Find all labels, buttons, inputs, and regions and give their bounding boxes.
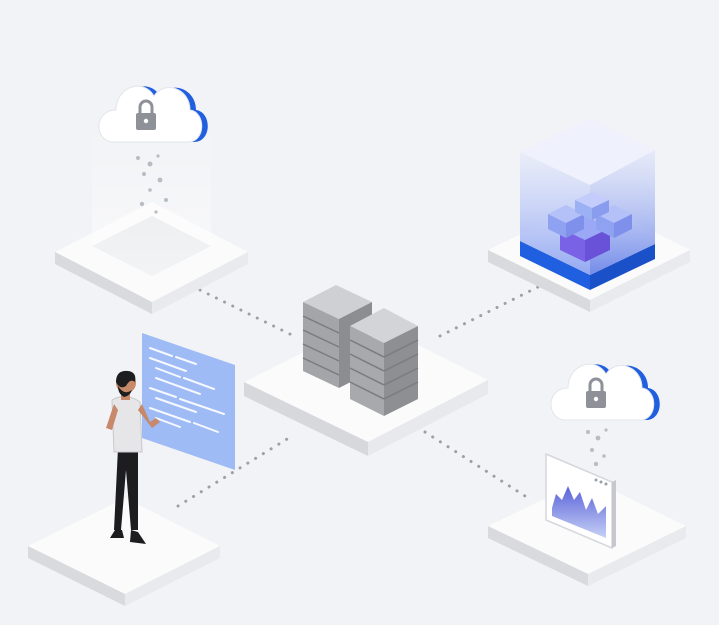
data-cube-icon — [520, 118, 655, 290]
platform-bottom-left — [28, 498, 220, 606]
server-rack-icon — [302, 285, 419, 416]
code-panel-icon — [142, 333, 235, 470]
data-particles-left — [136, 154, 168, 214]
inner-blocks — [548, 192, 632, 262]
cloud-lock-icon — [550, 363, 660, 421]
chart-monitor-icon — [545, 452, 616, 550]
person-figure — [106, 370, 160, 544]
server-rack-front — [349, 308, 419, 416]
connector-lines — [176, 284, 542, 508]
cloud-lock-icon — [98, 85, 208, 143]
platform-top-left — [55, 130, 248, 314]
data-particles-right — [586, 428, 608, 467]
